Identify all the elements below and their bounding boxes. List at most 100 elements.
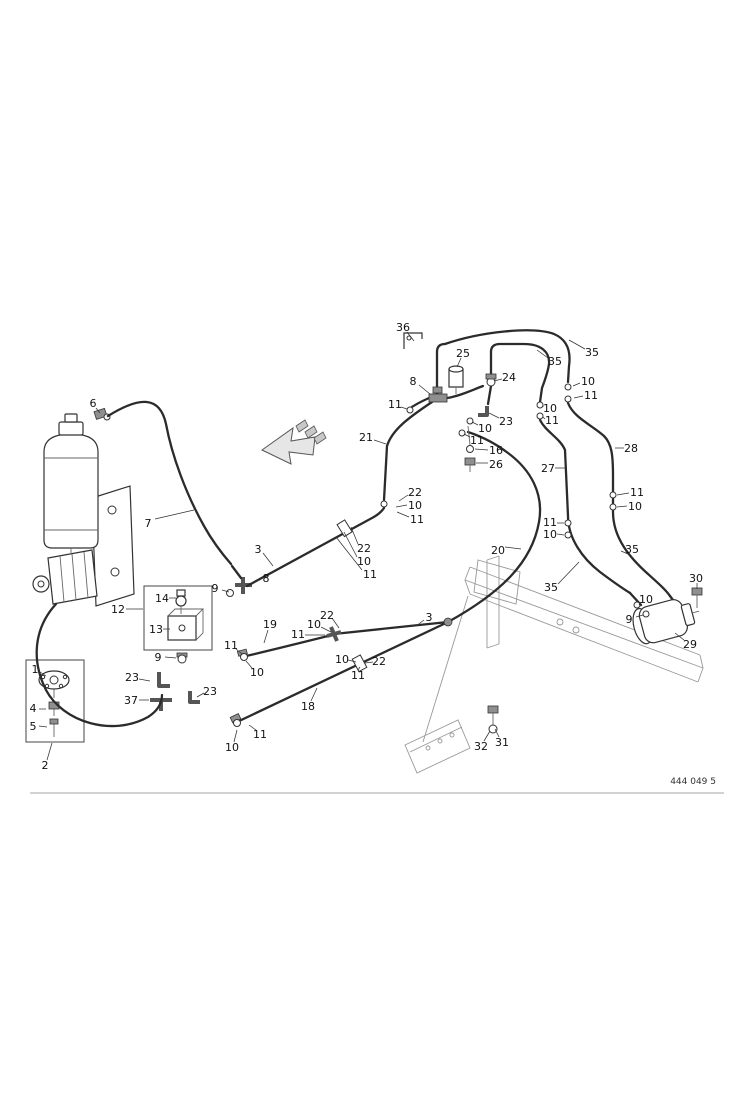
callout-12: 12 xyxy=(111,603,125,616)
leader-line xyxy=(347,659,357,663)
direction-arrow xyxy=(261,419,327,465)
callout-29: 29 xyxy=(683,638,697,651)
bolt-30 xyxy=(691,587,703,596)
callout-11: 11 xyxy=(584,389,598,402)
callout-10: 10 xyxy=(581,375,595,388)
leader-line xyxy=(572,382,581,387)
hose-35-outer xyxy=(443,329,571,384)
callout-6: 6 xyxy=(90,397,97,410)
callout-11: 11 xyxy=(470,434,484,447)
leader-line xyxy=(373,439,387,445)
hose-21 xyxy=(382,400,434,502)
hydraulic-motor-29 xyxy=(632,587,703,645)
detail-box-flange xyxy=(25,659,85,743)
callout-26: 26 xyxy=(489,458,503,471)
leader-line xyxy=(557,561,580,585)
leader-line xyxy=(138,678,151,682)
callout-10: 10 xyxy=(628,500,642,513)
callout-22: 22 xyxy=(372,655,386,668)
hose-fittings xyxy=(229,383,617,727)
leader-line xyxy=(39,671,47,677)
fitting-6 xyxy=(93,407,111,421)
callout-10: 10 xyxy=(357,555,371,568)
leader-line xyxy=(474,448,489,451)
leader-line xyxy=(262,552,274,567)
leader-line xyxy=(556,533,565,536)
callout-22: 22 xyxy=(320,609,334,622)
callout-11: 11 xyxy=(291,628,305,641)
hose-clamp xyxy=(351,654,368,673)
leader-line xyxy=(263,629,269,644)
leader-line xyxy=(493,378,503,382)
callout-11: 11 xyxy=(253,728,267,741)
callout-5: 5 xyxy=(30,720,37,733)
leader-line xyxy=(415,619,425,627)
manifold-cluster xyxy=(428,365,497,472)
callout-22: 22 xyxy=(357,542,371,555)
callout-11: 11 xyxy=(543,516,557,529)
callout-10: 10 xyxy=(543,528,557,541)
leader-line xyxy=(573,395,584,399)
callout-37: 37 xyxy=(124,694,138,707)
hose-3-low xyxy=(332,620,450,636)
hose-35-inner xyxy=(489,342,551,404)
leader-line xyxy=(221,589,230,593)
leader-line xyxy=(396,511,410,518)
hose-18 xyxy=(235,620,450,724)
bolt-31-32 xyxy=(487,705,499,734)
leader-line xyxy=(638,601,642,606)
leader-line xyxy=(331,617,340,629)
callout-22: 22 xyxy=(408,486,422,499)
callout-36: 36 xyxy=(396,321,410,334)
hoses xyxy=(35,329,678,728)
hose-stub-24 xyxy=(445,384,485,400)
hose-27 xyxy=(538,418,632,595)
detail-box-valve xyxy=(143,585,213,651)
hose-riser xyxy=(435,342,447,398)
leader-line xyxy=(616,505,628,508)
callout-23: 23 xyxy=(125,671,139,684)
callout-11: 11 xyxy=(545,414,559,427)
callout-10: 10 xyxy=(543,402,557,415)
callout-10: 10 xyxy=(335,653,349,666)
callout-16: 16 xyxy=(489,444,503,457)
callout-10: 10 xyxy=(225,741,239,754)
leader-line xyxy=(471,421,479,426)
callout-10: 10 xyxy=(307,618,321,631)
callout-25: 25 xyxy=(456,347,470,360)
leader-line xyxy=(406,331,415,342)
callout-8: 8 xyxy=(410,375,417,388)
callout-8: 8 xyxy=(263,572,270,585)
leader-line xyxy=(38,725,48,728)
leader-line xyxy=(335,536,363,571)
callout-21: 21 xyxy=(359,431,373,444)
bolt-26 xyxy=(464,457,476,466)
callout-23: 23 xyxy=(499,415,513,428)
leader-line xyxy=(357,666,361,671)
mid-tee-fitting xyxy=(226,577,252,597)
hose-stub-a xyxy=(230,564,243,580)
leader-line xyxy=(248,724,257,731)
callout-35: 35 xyxy=(625,543,639,556)
leader-line xyxy=(620,550,629,555)
leader-line xyxy=(616,492,630,496)
hose-20 xyxy=(446,430,542,624)
elbow-23-b xyxy=(188,691,200,704)
leader-line xyxy=(95,407,101,414)
leader-line xyxy=(418,384,431,395)
leader-line xyxy=(542,416,546,420)
callout-27: 27 xyxy=(541,462,555,475)
hose-19 xyxy=(244,633,334,658)
leader-line xyxy=(463,433,471,438)
callout-11: 11 xyxy=(410,513,424,526)
callout-18: 18 xyxy=(301,700,315,713)
callout-11: 11 xyxy=(351,669,365,682)
leader-line xyxy=(233,729,238,743)
callout-14: 14 xyxy=(155,592,169,605)
callout-11: 11 xyxy=(363,568,377,581)
hose-clamp xyxy=(336,519,353,538)
callout-10: 10 xyxy=(408,499,422,512)
